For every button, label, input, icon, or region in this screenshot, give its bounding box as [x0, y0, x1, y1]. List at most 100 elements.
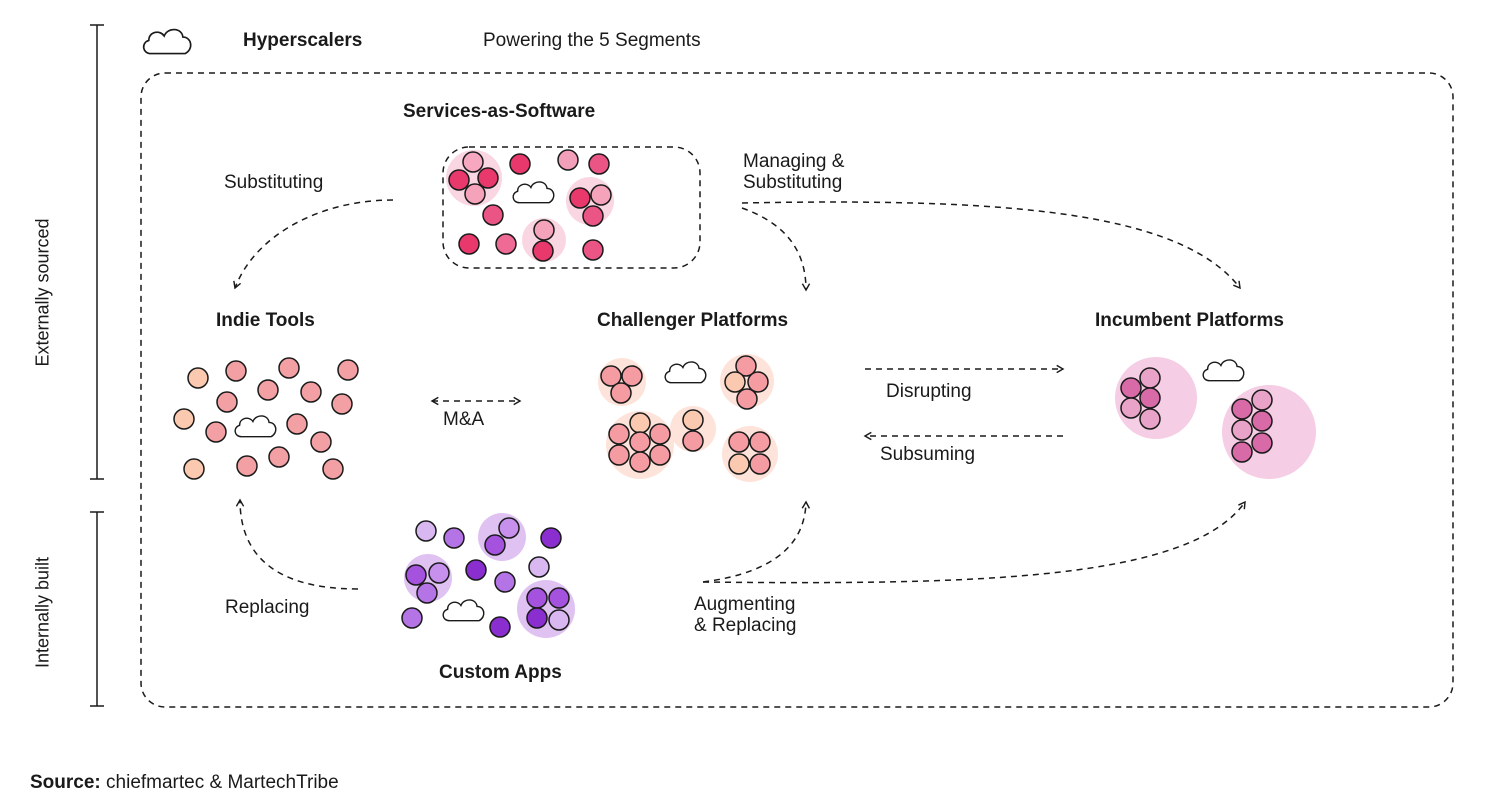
challenger-dot: [724, 371, 746, 393]
challenger-dot: [629, 431, 651, 453]
powering-label: Powering the 5 Segments: [483, 30, 701, 51]
disrupting-label: Disrupting: [886, 381, 972, 402]
arrow-augmenting-challenger: [702, 500, 811, 583]
challenger-cloud-icon: [664, 361, 707, 384]
challenger-dot: [621, 365, 643, 387]
incumbent-dot: [1139, 408, 1161, 430]
services-dot: [590, 184, 612, 206]
custom-dot: [498, 517, 520, 539]
services-dot: [582, 239, 604, 261]
indie-title: Indie Tools: [216, 310, 315, 331]
challenger-dot: [682, 409, 704, 431]
services-dot: [588, 153, 610, 175]
externally-sourced-bracket: [90, 24, 104, 480]
source-text: chiefmartec & MartechTribe: [106, 772, 339, 793]
challenger-dot: [600, 365, 622, 387]
source-line: Source: chiefmartec & MartechTribe: [30, 772, 339, 794]
custom-dot: [489, 616, 511, 638]
custom-title: Custom Apps: [439, 662, 562, 683]
indie-dot: [205, 421, 227, 443]
indie-dot: [268, 446, 290, 468]
challenger-dot: [629, 451, 651, 473]
custom-dot: [526, 607, 548, 629]
arrow-augmenting-incumbent: [702, 500, 1246, 584]
source-label: Source:: [30, 772, 101, 793]
incumbent-dot: [1251, 389, 1273, 411]
services-title: Services-as-Software: [403, 101, 596, 122]
challenger-dot: [610, 382, 632, 404]
services-box: [442, 146, 701, 269]
subsuming-label: Subsuming: [880, 444, 976, 465]
custom-dot: [540, 527, 562, 549]
custom-cloud-icon: [442, 599, 485, 622]
indie-dot: [216, 391, 238, 413]
services-dot: [462, 151, 484, 173]
hyperscalers-label: Hyperscalers: [243, 30, 363, 51]
augmenting-label-line1: Augmenting: [694, 594, 796, 615]
services-dot: [448, 169, 470, 191]
custom-dot: [428, 562, 450, 584]
custom-dot: [443, 527, 465, 549]
incumbent-dot: [1139, 387, 1161, 409]
internally-built-label: Internally built: [32, 556, 53, 669]
indie-dot: [337, 359, 359, 381]
incumbent-dot: [1231, 441, 1253, 463]
services-dot: [464, 183, 486, 205]
indie-dot: [322, 458, 344, 480]
incumbent-dot: [1251, 410, 1273, 432]
services-cloud-icon: [512, 181, 555, 204]
custom-dot: [465, 559, 487, 581]
arrow-managing-challenger: [741, 207, 811, 292]
substituting-label: Substituting: [224, 172, 324, 193]
incumbent-dot: [1231, 398, 1253, 420]
incumbent-dot: [1120, 397, 1142, 419]
services-dot: [557, 149, 579, 171]
managing-label-line2: Substituting: [743, 172, 843, 193]
services-dot: [509, 153, 531, 175]
challenger-dot: [649, 423, 671, 445]
arrow-replacing: [235, 498, 359, 590]
custom-dot: [548, 587, 570, 609]
custom-dot: [405, 564, 427, 586]
ecosystem-frame: [140, 72, 1454, 708]
indie-cloud-icon: [234, 415, 277, 438]
services-dot: [495, 233, 517, 255]
indie-dot: [236, 455, 258, 477]
hyperscaler-cloud-icon: [142, 28, 192, 55]
replacing-label: Replacing: [225, 597, 310, 618]
custom-dot: [416, 582, 438, 604]
indie-dot: [183, 458, 205, 480]
internally-built-bracket: [90, 511, 104, 707]
managing-label-line1: Managing &: [743, 151, 845, 172]
incumbent-dot: [1120, 377, 1142, 399]
indie-dot: [257, 379, 279, 401]
arrow-managing-incumbent: [741, 201, 1241, 290]
externally-sourced-label: Externally sourced: [32, 218, 53, 367]
arrow-substituting: [233, 199, 394, 290]
incumbent-dot: [1139, 367, 1161, 389]
ma-label: M&A: [443, 409, 485, 430]
challenger-title: Challenger Platforms: [597, 310, 789, 331]
custom-dot: [548, 609, 570, 631]
challenger-dot: [728, 431, 750, 453]
indie-dot: [300, 381, 322, 403]
incumbent-dot: [1251, 432, 1273, 454]
incumbent-dot: [1231, 419, 1253, 441]
segment-dots: [173, 149, 1316, 638]
augmenting-label-line2: & Replacing: [694, 615, 797, 636]
challenger-dot: [735, 355, 757, 377]
challenger-dot: [608, 444, 630, 466]
indie-dot: [331, 393, 353, 415]
incumbent-cloud-icon: [1202, 359, 1245, 382]
indie-dot: [310, 431, 332, 453]
indie-dot: [225, 360, 247, 382]
custom-dot: [415, 520, 437, 542]
challenger-dot: [649, 444, 671, 466]
challenger-dot: [629, 412, 651, 434]
custom-dot: [528, 556, 550, 578]
challenger-dot: [728, 453, 750, 475]
custom-dot: [494, 571, 516, 593]
services-dot: [532, 240, 554, 262]
services-dot: [533, 219, 555, 241]
